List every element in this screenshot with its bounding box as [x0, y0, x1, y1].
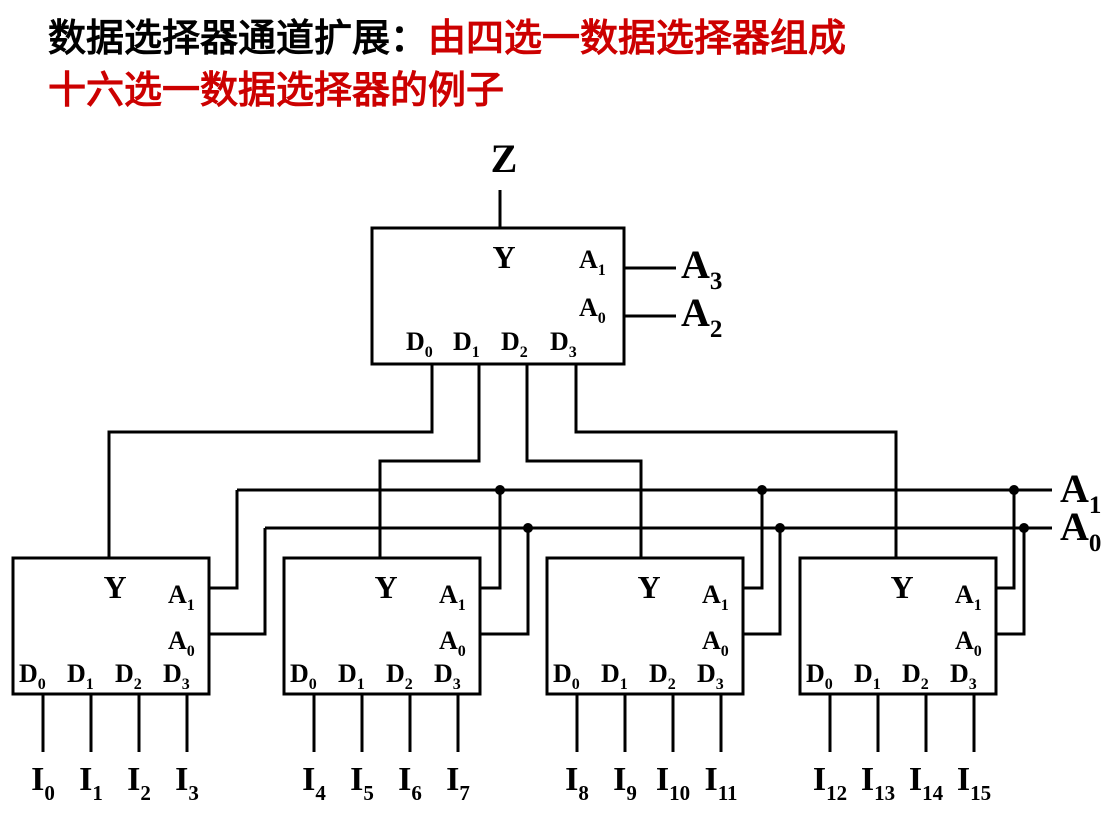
- mux-2-input-label-3: I11: [704, 761, 737, 805]
- mux-1-data-label-0: D0: [290, 659, 317, 693]
- bus-1-junction-3: [1019, 523, 1029, 533]
- mux-3-select-label-1: A0: [955, 626, 982, 660]
- junction-dots: [495, 485, 1029, 533]
- mux-1-select-wire-1: [480, 528, 530, 636]
- mux-1-data-label-2: D2: [386, 659, 413, 693]
- top-select-label-1: A0: [579, 293, 606, 327]
- top-data-label-3: D3: [550, 327, 577, 361]
- mux-3-input-label-2: I14: [909, 761, 944, 805]
- mux-2-input-label-0: I8: [565, 761, 589, 805]
- title-red-text: 由四选一数据选择器组成: [428, 16, 847, 60]
- mux-0-input-label-2: I2: [127, 761, 151, 805]
- mux-2-select-label-1: A0: [702, 626, 729, 660]
- mux-2-input-label-1: I9: [613, 761, 637, 805]
- mux-1-input-label-0: I4: [302, 761, 326, 805]
- mux-1-input-label-3: I7: [446, 761, 470, 805]
- mux-0-box: [11, 556, 211, 696]
- mux-2-select-wire-0: [743, 490, 764, 590]
- mux-3-data-label-2: D2: [902, 659, 929, 693]
- mux-1-select-wire-0: [480, 490, 502, 590]
- mux-0-input-label-3: I3: [175, 761, 199, 805]
- mux-3-data-label-3: D3: [950, 659, 977, 693]
- bus-signal-label-0: A1: [1060, 466, 1101, 519]
- mux-1-data-label-3: D3: [434, 659, 461, 693]
- mux-3-select-label-0: A1: [955, 580, 982, 614]
- mux-2-select-label-0: A1: [702, 580, 729, 614]
- mux-0-select-label-1: A0: [168, 626, 195, 660]
- mux-1-y-label: Y: [374, 569, 397, 605]
- mux-0-data-label-2: D2: [115, 659, 142, 693]
- mux-3-select-wire-0: [996, 490, 1016, 590]
- mux-0-input-label-1: I1: [79, 761, 103, 805]
- bus-0-junction-3: [1009, 485, 1019, 495]
- mux-0-y-label: Y: [103, 569, 126, 605]
- mux-1-select-label-0: A1: [439, 580, 466, 614]
- mux-boxes: [11, 226, 998, 696]
- mux-2-select-wire-1: [743, 528, 782, 636]
- mux-3-select-wire-1: [996, 528, 1026, 636]
- y2-to-d2-wire: [525, 364, 643, 558]
- mux-1-box: [282, 556, 482, 696]
- top-y-label: Y: [492, 239, 515, 275]
- bus-0-junction-1: [495, 485, 505, 495]
- bus-1-junction-1: [523, 523, 533, 533]
- mux-2-data-label-1: D1: [601, 659, 628, 693]
- wires: [41, 190, 1052, 752]
- z-output-label: Z: [491, 136, 518, 181]
- mux-0-data-label-1: D1: [67, 659, 94, 693]
- mux-1-data-label-1: D1: [338, 659, 365, 693]
- mux-1-select-label-1: A0: [439, 626, 466, 660]
- mux-3-box: [798, 556, 998, 696]
- mux-2-data-label-3: D3: [697, 659, 724, 693]
- mux-2-input-label-2: I10: [656, 761, 690, 805]
- mux-0-select-wire-0: [209, 490, 239, 590]
- title-line-1: 数据选择器通道扩展：由四选一数据选择器组成: [48, 12, 846, 64]
- mux-3-input-label-0: I12: [813, 761, 847, 805]
- top-select-label-0: A1: [579, 245, 606, 279]
- bus-0-junction-2: [757, 485, 767, 495]
- bus-1-junction-2: [775, 523, 785, 533]
- mux-3-input-label-3: I15: [957, 761, 991, 805]
- title-black-text: 数据选择器通道扩展：: [48, 16, 429, 60]
- mux-2-data-label-2: D2: [649, 659, 676, 693]
- title-line-2: 十六选一数据选择器的例子: [48, 68, 505, 112]
- mux-3-input-label-1: I13: [861, 761, 895, 805]
- mux-2-data-label-0: D0: [553, 659, 580, 693]
- mux-0-select-label-0: A1: [168, 580, 195, 614]
- mux-0-input-label-0: I0: [31, 761, 55, 805]
- top-data-label-1: D1: [453, 327, 480, 361]
- top-mux-box: [370, 226, 626, 366]
- mux-3-data-label-0: D0: [806, 659, 833, 693]
- slide-title: 数据选择器通道扩展：由四选一数据选择器组成 十六选一数据选择器的例子: [48, 12, 846, 116]
- mux-1-input-label-1: I5: [350, 761, 374, 805]
- mux-0-select-wire-1: [209, 528, 267, 636]
- y1-to-d1-wire: [378, 364, 481, 558]
- top-select-signal-0: A3: [681, 242, 722, 295]
- y3-to-d3-wire: [574, 364, 898, 558]
- mux-3-data-label-1: D1: [854, 659, 881, 693]
- mux-3-y-label: Y: [890, 569, 913, 605]
- mux-2-box: [545, 556, 745, 696]
- mux-0-data-label-3: D3: [163, 659, 190, 693]
- mux-2-y-label: Y: [637, 569, 660, 605]
- top-data-label-0: D0: [406, 327, 433, 361]
- top-select-signal-1: A2: [681, 290, 722, 343]
- top-data-label-2: D2: [501, 327, 528, 361]
- bus-signal-label-1: A0: [1060, 504, 1101, 557]
- mux-0-data-label-0: D0: [19, 659, 46, 693]
- mux-1-input-label-2: I6: [398, 761, 422, 805]
- y0-to-d0-wire: [107, 364, 434, 558]
